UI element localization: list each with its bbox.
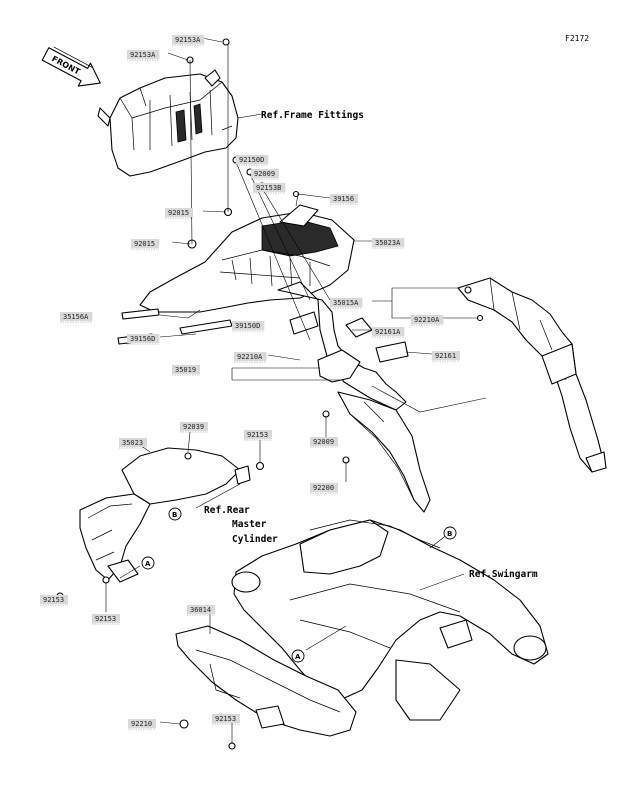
part-number: 92015 — [134, 240, 155, 248]
pad-92161a — [345, 317, 373, 338]
part-number: 36014 — [190, 606, 211, 614]
part-label-92153: 92153 — [212, 714, 240, 725]
part-label-92153a: 92153A — [172, 35, 205, 46]
part-number: 92153A — [175, 36, 201, 44]
part-label-92015: 92015 — [131, 239, 159, 250]
pad-92161 — [375, 341, 409, 363]
part-label-35023: 35023 — [119, 438, 147, 449]
svg-text:A: A — [295, 653, 301, 661]
part-number: 92153 — [215, 715, 236, 723]
part-number: 92153B — [256, 184, 281, 192]
ref-swingarm: Ref.Swingarm — [469, 569, 538, 580]
part-label-92150d: 92150D — [236, 155, 269, 166]
ref-rear-master-1: Ref.Rear — [204, 505, 250, 516]
battery-case — [97, 69, 239, 177]
part-number: 92153A — [130, 51, 156, 59]
part-label-35156a: 35156A — [60, 312, 93, 323]
svg-text:A: A — [145, 560, 151, 568]
marker-a-upper: A — [141, 556, 155, 570]
figure-id: F2172 — [565, 34, 589, 43]
front-arrow-icon: FRONT — [41, 46, 101, 87]
marker-b-upper: B — [168, 507, 182, 521]
marker-a-lower: A — [291, 649, 305, 663]
part-label-92009: 92009 — [310, 437, 338, 448]
fender-bracket — [277, 281, 431, 513]
swingarm — [231, 519, 549, 721]
ref-rear-master-3: Cylinder — [232, 534, 278, 545]
part-number: 92200 — [313, 484, 334, 492]
part-number: 92009 — [313, 438, 334, 446]
stripe-35156a — [121, 308, 160, 320]
part-label-92161a: 92161A — [372, 327, 405, 338]
part-number: 92009 — [254, 170, 275, 178]
part-label-92015: 92015 — [165, 208, 193, 219]
part-label-92210a: 92210A — [234, 352, 267, 363]
part-number: 92210 — [131, 720, 152, 728]
part-number: 39156 — [333, 195, 354, 203]
stripe-39150d — [179, 319, 233, 335]
part-label-92153b: 92153B — [253, 183, 286, 194]
part-number: 92153 — [95, 615, 116, 623]
part-number: 92153 — [247, 431, 268, 439]
part-label-92153: 92153 — [40, 595, 68, 606]
part-number: 92153 — [43, 596, 64, 604]
part-label-39156d: 39156D — [127, 334, 160, 345]
part-label-36014: 36014 — [187, 605, 215, 616]
marker-b-lower: B — [443, 526, 457, 540]
svg-text:B: B — [172, 511, 177, 519]
part-label-92153: 92153 — [244, 430, 272, 441]
part-label-92153a: 92153A — [127, 50, 160, 61]
part-label-92009: 92009 — [251, 169, 279, 180]
part-number: 35156A — [63, 313, 89, 321]
part-label-92210: 92210 — [128, 719, 156, 730]
part-labels: 92153A92153A920159201592150D9200992153B3… — [40, 35, 460, 730]
part-label-92039: 92039 — [180, 422, 208, 433]
part-label-92210a: 92210A — [411, 315, 444, 326]
part-number: 92161A — [375, 328, 401, 336]
part-number: 92039 — [183, 423, 204, 431]
part-number: 35019 — [175, 366, 196, 374]
ref-frame-fittings: Ref.Frame Fittings — [261, 110, 364, 121]
part-number: 39150D — [235, 322, 260, 330]
part-number: 39156D — [130, 335, 155, 343]
leader-lines — [59, 37, 487, 744]
part-label-92200: 92200 — [310, 483, 338, 494]
rear-fender — [139, 204, 355, 313]
part-label-39156: 39156 — [330, 194, 358, 205]
part-label-35015a: 35015A — [330, 298, 363, 309]
chain-guard-upper — [79, 447, 251, 583]
part-number: 35023A — [375, 239, 401, 247]
part-number: 92150D — [239, 156, 264, 164]
license-plate-bracket — [457, 277, 607, 473]
ref-rear-master-2: Master — [232, 519, 267, 530]
part-number: 92210A — [237, 353, 263, 361]
part-number: 92015 — [168, 209, 189, 217]
part-label-39150d: 39150D — [232, 321, 265, 332]
part-number: 35023 — [122, 439, 143, 447]
part-number: 35015A — [333, 299, 359, 307]
part-label-35019: 35019 — [172, 365, 200, 376]
part-label-92153: 92153 — [92, 614, 120, 625]
part-label-92161: 92161 — [432, 351, 460, 362]
part-label-35023a: 35023A — [372, 238, 405, 249]
svg-text:B: B — [447, 530, 452, 538]
part-number: 92210A — [414, 316, 440, 324]
chain-guard-lower — [175, 625, 357, 737]
part-number: 92161 — [435, 352, 456, 360]
